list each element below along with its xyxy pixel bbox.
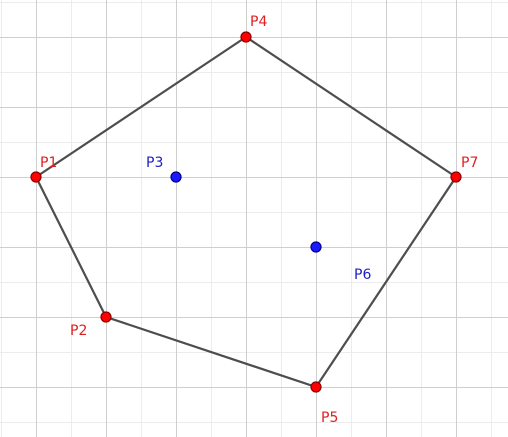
edge-p1-p4[interactable] <box>34 35 248 179</box>
points <box>30 31 462 393</box>
edge-p4-p7[interactable] <box>244 35 458 179</box>
label-p4: P4 <box>250 14 267 30</box>
edge-p5-p2[interactable] <box>104 315 318 389</box>
point-p5[interactable] <box>310 381 322 393</box>
point-p4[interactable] <box>240 31 252 43</box>
label-p2: P2 <box>70 323 87 339</box>
pentagon-polygon[interactable] <box>34 35 458 389</box>
point-p7[interactable] <box>450 171 462 183</box>
edge-p2-p1[interactable] <box>34 175 108 319</box>
point-p1[interactable] <box>30 171 42 183</box>
point-p2[interactable] <box>100 311 112 323</box>
point-p3[interactable] <box>170 171 182 183</box>
edge-p7-p5[interactable] <box>314 175 458 389</box>
point-labels: P1 P4 P7 P5 P2 P3 P6 <box>40 14 478 426</box>
label-p6: P6 <box>354 267 371 283</box>
label-p5: P5 <box>321 410 338 426</box>
point-p6[interactable] <box>310 241 322 253</box>
label-p1: P1 <box>40 155 57 171</box>
label-p7: P7 <box>461 155 478 171</box>
label-p3: P3 <box>146 155 163 171</box>
